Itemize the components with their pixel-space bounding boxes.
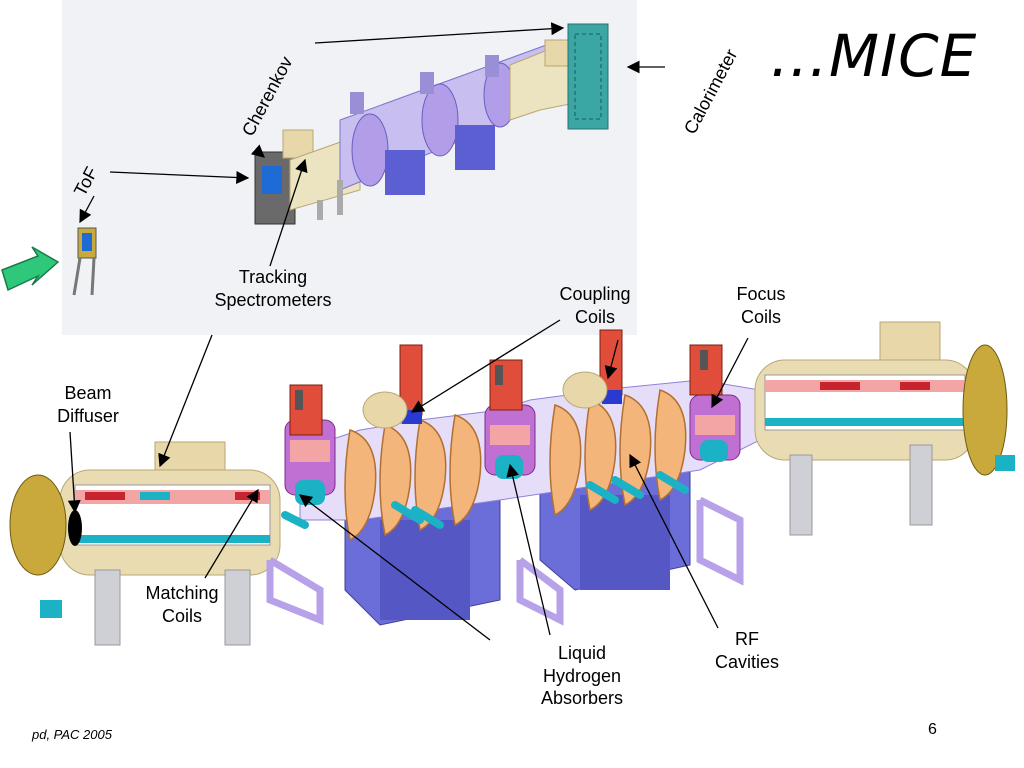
support-frames <box>266 496 744 626</box>
lh2-label-line2: Hydrogen <box>542 665 622 686</box>
absorber-modules <box>284 344 741 505</box>
coupling-coils-label: Coupling Coils <box>545 283 645 328</box>
left-spectrometer <box>9 441 281 646</box>
cooling-pipes <box>281 471 689 529</box>
tracking-label-line2: Spectrometers <box>214 289 332 310</box>
lh2-label-line1: Liquid <box>557 643 607 663</box>
beam-diffuser-line1: Beam <box>64 383 112 403</box>
tof-detector-small <box>72 227 97 296</box>
coupling-label-line2: Coils <box>574 306 615 327</box>
focus-label-line1: Focus <box>736 284 786 304</box>
matching-label-line2: Coils <box>161 605 202 626</box>
rf-label-line2: Cavities <box>714 651 780 672</box>
slide-title: …MICE <box>770 22 978 90</box>
tracking-spectrometers-label: Tracking Spectrometers <box>196 266 350 311</box>
matching-coils-label: Matching Coils <box>130 582 234 627</box>
beam-diffuser-line2: Diffuser <box>57 405 119 426</box>
tracking-label-line1: Tracking <box>238 267 308 287</box>
matching-label-line1: Matching <box>145 583 219 603</box>
rf-cavities-label: RF Cavities <box>700 628 794 673</box>
focus-label-line2: Coils <box>740 306 781 327</box>
liquid-hydrogen-absorbers-label: Liquid Hydrogen Absorbers <box>522 642 642 710</box>
right-spectrometer <box>754 321 1015 536</box>
rf-label-line1: RF <box>735 629 759 649</box>
beam-arrow-icon <box>1 246 60 292</box>
lh2-label-line3: Absorbers <box>540 688 624 708</box>
page-number: 6 <box>928 721 937 738</box>
beam-diffuser-label: Beam Diffuser <box>42 382 134 427</box>
focus-coils-label: Focus Coils <box>718 283 804 328</box>
main-cutaway <box>9 321 1015 646</box>
leader-lines <box>67 22 749 641</box>
footer-text: pd, PAC 2005 <box>32 727 112 742</box>
coupling-label-line1: Coupling <box>559 284 631 304</box>
